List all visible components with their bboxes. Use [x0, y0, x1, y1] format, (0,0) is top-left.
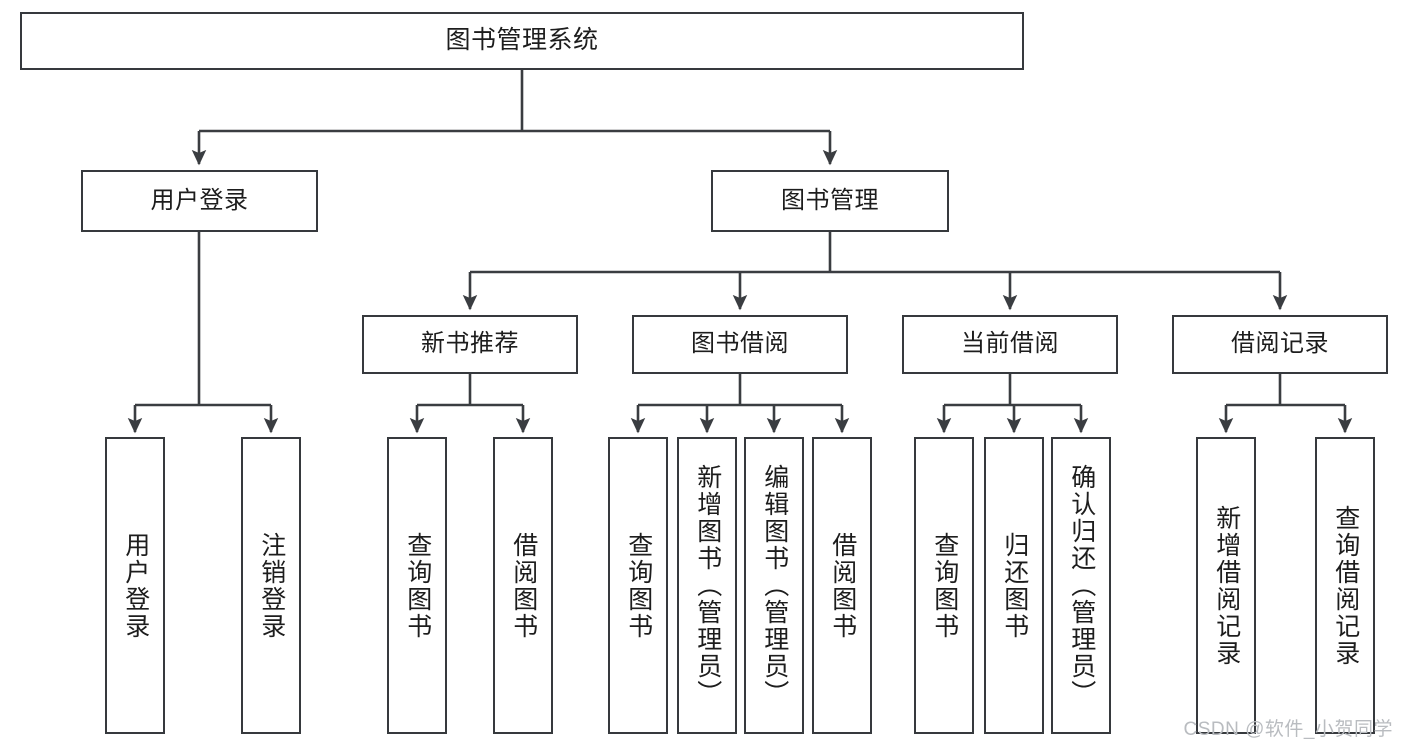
- node-leaf-bb-edit[interactable]: 编辑图书（管理员）: [744, 437, 804, 734]
- node-user-login[interactable]: 用户登录: [81, 170, 318, 232]
- node-borrow-record-label: 借阅记录: [1231, 330, 1329, 358]
- node-new-book-rec-label: 新书推荐: [421, 330, 519, 358]
- node-root-label: 图书管理系统: [445, 26, 599, 55]
- node-leaf-cb-return[interactable]: 归还图书: [984, 437, 1044, 734]
- node-leaf-cb-return-label: 归还图书: [1000, 531, 1029, 640]
- node-user-login-label: 用户登录: [150, 186, 249, 214]
- node-leaf-bb-add-label: 新增图书（管理员）: [693, 464, 722, 707]
- node-leaf-bb-edit-label: 编辑图书（管理员）: [760, 464, 789, 707]
- node-book-borrow-label: 图书借阅: [691, 330, 789, 358]
- node-leaf-br-add-label: 新增借阅记录: [1212, 504, 1241, 667]
- csdn-watermark: CSDN @软件_小贺同学: [1183, 719, 1393, 740]
- node-leaf-bb-borrow-label: 借阅图书: [828, 531, 857, 640]
- node-leaf-bb-query-label: 查询图书: [624, 531, 653, 640]
- node-leaf-bb-query[interactable]: 查询图书: [608, 437, 668, 734]
- node-leaf-br-query-label: 查询借阅记录: [1331, 504, 1360, 667]
- node-book-mgmt-label: 图书管理: [781, 186, 879, 214]
- node-book-mgmt[interactable]: 图书管理: [711, 170, 949, 232]
- node-leaf-cb-query-label: 查询图书: [930, 531, 959, 640]
- node-book-borrow[interactable]: 图书借阅: [632, 315, 848, 374]
- node-leaf-user-login-label: 用户登录: [121, 531, 150, 640]
- node-current-borrow-label: 当前借阅: [961, 330, 1059, 358]
- node-leaf-cb-query[interactable]: 查询图书: [914, 437, 974, 734]
- node-root[interactable]: 图书管理系统: [20, 12, 1024, 70]
- node-leaf-bb-borrow[interactable]: 借阅图书: [812, 437, 872, 734]
- node-leaf-rec-query-label: 查询图书: [403, 531, 432, 640]
- node-leaf-rec-borrow[interactable]: 借阅图书: [493, 437, 553, 734]
- node-leaf-rec-borrow-label: 借阅图书: [509, 531, 538, 640]
- node-leaf-br-add[interactable]: 新增借阅记录: [1196, 437, 1256, 734]
- node-leaf-cb-confirm[interactable]: 确认归还（管理员）: [1051, 437, 1111, 734]
- node-leaf-user-logout-label: 注销登录: [257, 531, 286, 640]
- node-leaf-rec-query[interactable]: 查询图书: [387, 437, 447, 734]
- node-leaf-bb-add[interactable]: 新增图书（管理员）: [677, 437, 737, 734]
- node-leaf-cb-confirm-label: 确认归还（管理员）: [1067, 464, 1096, 707]
- node-borrow-record[interactable]: 借阅记录: [1172, 315, 1388, 374]
- node-current-borrow[interactable]: 当前借阅: [902, 315, 1118, 374]
- node-new-book-rec[interactable]: 新书推荐: [362, 315, 578, 374]
- node-leaf-user-login[interactable]: 用户登录: [105, 437, 165, 734]
- node-leaf-br-query[interactable]: 查询借阅记录: [1315, 437, 1375, 734]
- node-leaf-user-logout[interactable]: 注销登录: [241, 437, 301, 734]
